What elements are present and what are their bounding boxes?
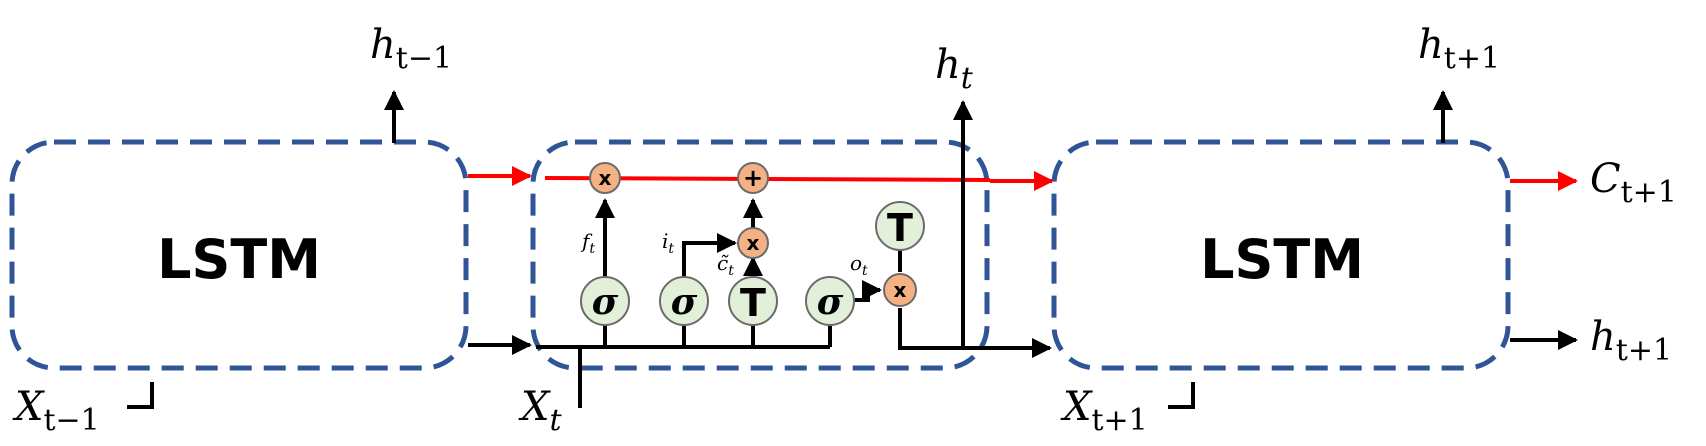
- forget-multiply-op: x: [589, 162, 621, 194]
- input-multiply-symbol: x: [747, 231, 760, 255]
- output-gate-to-mult: [853, 280, 882, 302]
- cell-add-symbol: +: [743, 164, 763, 192]
- label-f-t: ft: [580, 229, 595, 257]
- input-gate-symbol: σ: [671, 281, 698, 323]
- lstm-block-next: [1051, 139, 1511, 371]
- input-multiply-op: x: [737, 227, 769, 259]
- output-mult-to-hidden: [898, 308, 1052, 358]
- lstm-title-prev: LSTM: [157, 228, 321, 291]
- label-x-next: Xt+1: [1060, 384, 1148, 438]
- forget-gate-sigma: σ: [580, 276, 630, 326]
- input-gate-to-mult: [682, 233, 737, 278]
- output-gate-sigma: σ: [805, 276, 855, 326]
- label-x-prev: Xt−1: [12, 384, 100, 438]
- x-next-connector: [1168, 382, 1195, 409]
- output-gate-symbol: σ: [817, 281, 844, 323]
- x-prev-connector: [127, 382, 154, 409]
- label-c-next: Ct+1: [1590, 156, 1677, 210]
- label-h-prev: ht−1: [370, 22, 452, 76]
- input-gate-sigma: σ: [659, 276, 709, 326]
- output-multiply-op: x: [883, 273, 917, 307]
- label-o-t: ot: [850, 251, 868, 279]
- label-h-next-top: ht+1: [1418, 22, 1500, 76]
- candidate-tanh-symbol: T: [740, 281, 766, 325]
- lstm-block-current: [530, 139, 990, 371]
- output-multiply-symbol: x: [894, 278, 907, 302]
- label-h-next-right: ht+1: [1590, 314, 1672, 368]
- label-h-t: ht: [935, 42, 974, 96]
- label-i-t: it: [662, 229, 674, 257]
- candidate-tanh: T: [728, 276, 778, 326]
- cell-tanh: T: [875, 201, 925, 251]
- forget-gate-symbol: σ: [592, 281, 619, 323]
- cell-tanh-symbol: T: [887, 206, 913, 250]
- cell-add-op: +: [737, 162, 769, 194]
- lstm-block-prev: [9, 139, 469, 371]
- label-c-tilde: c̃t: [717, 251, 734, 279]
- lstm-title-next: LSTM: [1200, 228, 1364, 291]
- label-x-t: Xt: [518, 384, 562, 438]
- forget-multiply-symbol: x: [599, 166, 612, 190]
